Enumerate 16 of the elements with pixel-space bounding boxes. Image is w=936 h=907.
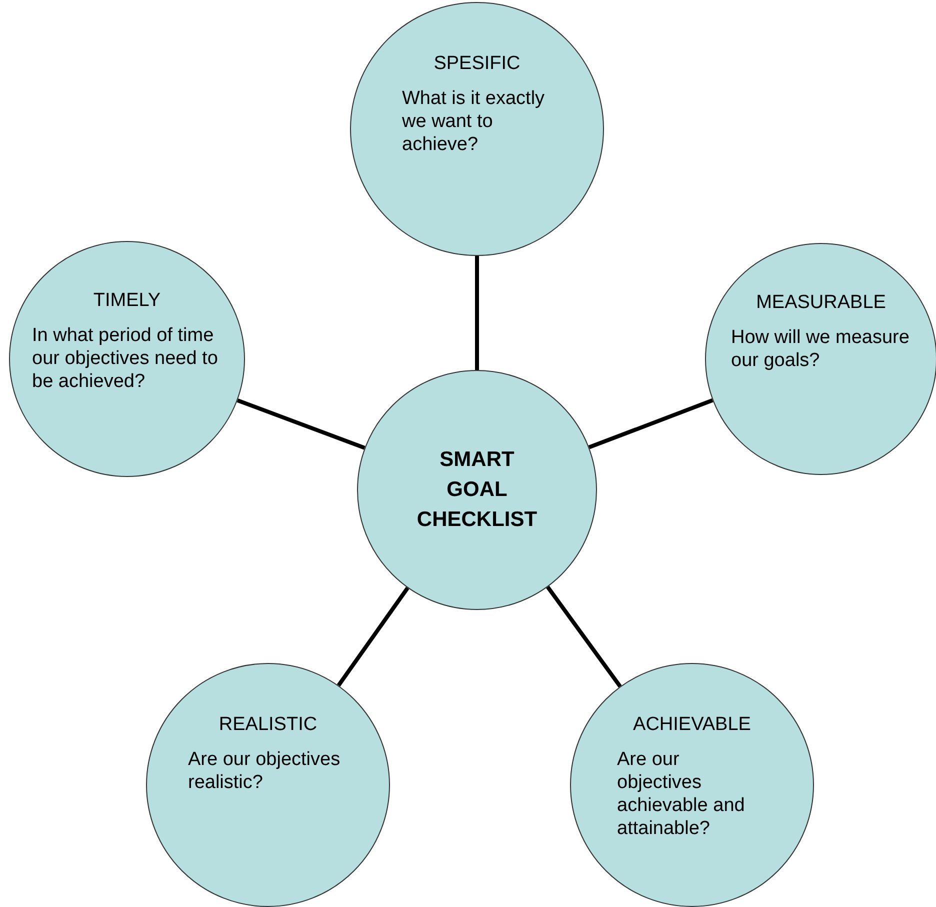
node-heading: REALISTIC xyxy=(218,714,318,736)
node-title: SMART GOAL CHECKLIST xyxy=(416,447,538,533)
node-text: In what period of time our objectives need to be achieved? xyxy=(32,324,219,393)
node-heading: ACHIEVABLE xyxy=(633,714,751,736)
connector-line xyxy=(546,586,622,688)
node-heading: TIMELY xyxy=(93,290,161,312)
node-text: How will we measure our goals? xyxy=(731,326,910,372)
connector-line xyxy=(336,586,410,687)
node-heading: SPESIFIC xyxy=(434,53,520,75)
node-text: Are our objectives realistic? xyxy=(188,748,342,794)
connector-line xyxy=(236,398,366,450)
connector-line xyxy=(588,398,714,450)
node-text: Are our objectives achievable and attainable? xyxy=(617,748,746,840)
node-heading: MEASURABLE xyxy=(756,292,886,314)
connector-line xyxy=(475,256,479,370)
node-text: What is it exactly we want to achieve? xyxy=(402,87,546,156)
